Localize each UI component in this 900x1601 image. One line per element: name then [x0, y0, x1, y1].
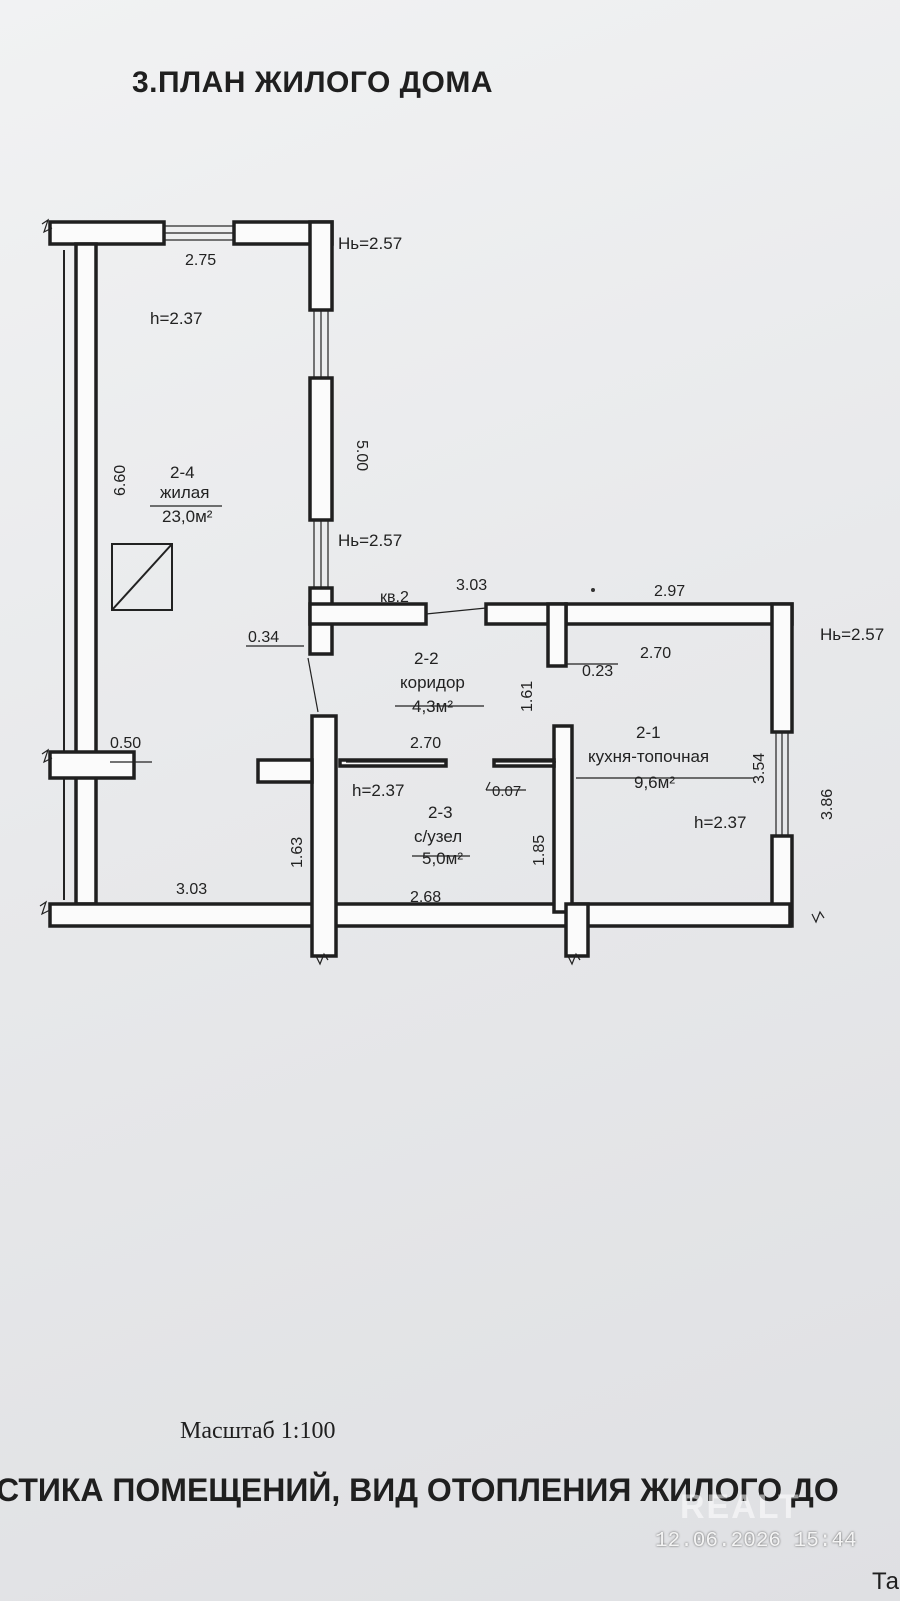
living-area: 23,0м² [162, 507, 213, 526]
wall-bath-top-right [492, 758, 556, 768]
watermark-logo: REALT [680, 1488, 801, 1526]
kitchen-number: 2-1 [636, 723, 661, 742]
corridor-number: 2-2 [414, 649, 439, 668]
niche-wall [546, 602, 568, 668]
photo-timestamp: 12.06.2026 15:44 [655, 1530, 857, 1553]
dim-bath-bottom: 2.68 [410, 889, 441, 906]
dim-kitchen-top-outer: 2.97 [654, 583, 685, 600]
dim-kitchen-right-outer: 3.86 [819, 789, 836, 820]
dim-bath-left: 1.63 [289, 837, 306, 868]
wall-kitchen-right-upper [770, 602, 794, 734]
wall-stub-bottom [564, 902, 590, 958]
dim-corridor-height: 1.61 [519, 681, 536, 712]
dim-stove-offset: 0.50 [110, 735, 141, 752]
wall-living-top-left [48, 220, 166, 246]
dim-bath-step: 0.07 [492, 783, 521, 800]
dot-mark [591, 588, 595, 592]
kitchen-height: h=2.37 [694, 813, 746, 832]
dim-niche: 0.23 [582, 663, 613, 680]
window-height-right: Hь=2.57 [820, 625, 884, 644]
kitchen-area: 9,6м² [634, 773, 675, 792]
wall-corridor-top-left [308, 602, 428, 626]
footer-tail: Та [872, 1568, 899, 1595]
kitchen-name: кухня-топочная [588, 747, 709, 766]
wall-bath-top-left [338, 758, 448, 768]
living-number: 2-4 [170, 463, 195, 482]
wall-living-right-middle [308, 376, 334, 522]
dim-bath-right: 1.85 [531, 835, 548, 866]
window-living-right-lower [313, 519, 329, 589]
bath-area: 5,0м² [422, 849, 463, 868]
scale-label: Масштаб 1:100 [180, 1418, 336, 1444]
living-height: h=2.37 [150, 309, 202, 328]
break-marks [39, 218, 825, 966]
wall-stub-living [256, 758, 314, 784]
dimension-lines [110, 505, 754, 857]
stove [48, 750, 136, 780]
window-height-middle: Hь=2.57 [338, 531, 402, 550]
window-living-top [163, 225, 235, 241]
wall-living-right-upper [308, 220, 334, 312]
wall-kitchen-top [564, 602, 794, 626]
dim-living-left: 6.60 [112, 465, 129, 496]
dim-living-top: 2.75 [185, 252, 216, 269]
dim-bath-top: 2.70 [410, 735, 441, 752]
dim-kitchen-right-inner: 3.54 [751, 753, 768, 784]
bath-height: h=2.37 [352, 781, 404, 800]
wall-partition-bath-kitchen [552, 724, 574, 914]
dim-kitchen-top-inner: 2.70 [640, 645, 671, 662]
page-title: 3.ПЛАН ЖИЛОГО ДОМА [132, 66, 494, 99]
dim-wall-stub: 0.34 [248, 629, 279, 646]
window-height-top: Hь=2.57 [338, 234, 402, 253]
stove-symbol [111, 543, 173, 611]
bath-name: с/узел [414, 827, 462, 846]
wall-living-left [74, 242, 98, 906]
window-living-right-upper [313, 309, 329, 379]
window-kitchen-right [775, 731, 789, 837]
corridor-area: 4,3м² [412, 697, 453, 716]
section-heading: СТИКА ПОМЕЩЕНИЙ, ВИД ОТОПЛЕНИЯ ЖИЛОГО ДО [0, 1472, 839, 1508]
bath-number: 2-3 [428, 803, 453, 822]
wall-bottom-left [48, 902, 322, 928]
living-name: жилая [160, 483, 209, 502]
apartment-label: кв.2 [380, 589, 409, 606]
dim-living-right: 5.00 [353, 440, 370, 471]
dim-corridor-top: 3.03 [456, 577, 487, 594]
dim-living-bottom: 3.03 [176, 881, 207, 898]
floor-plan: 2.75 Hь=2.57 h=2.37 5.00 6.60 2-4 жилая … [39, 218, 884, 966]
corridor-name: коридор [400, 673, 465, 692]
wall-partition-living-bath [310, 714, 338, 958]
